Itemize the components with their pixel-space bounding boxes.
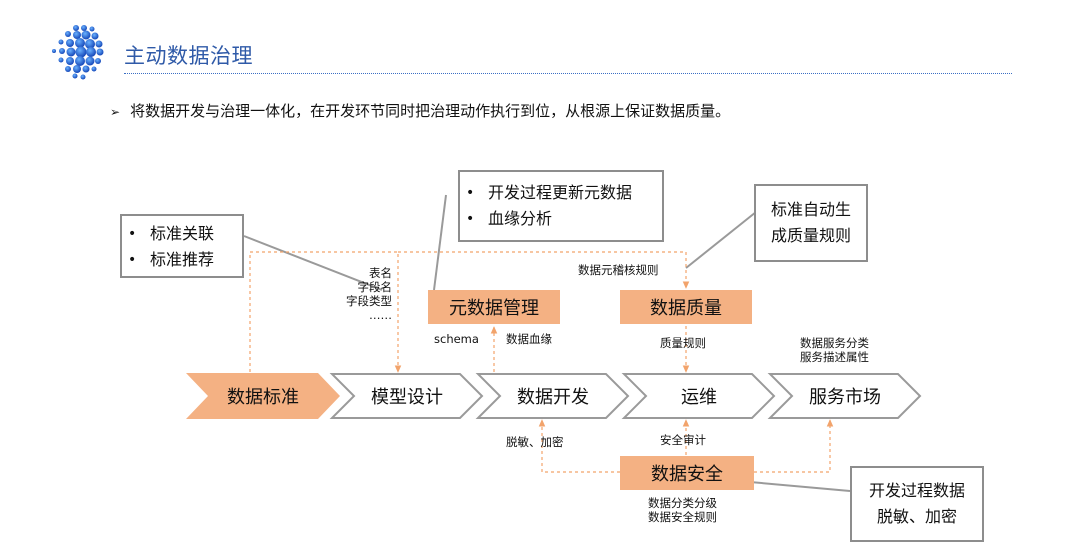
callout-item: 血缘分析 xyxy=(460,206,662,232)
field-label: 表名 xyxy=(369,266,392,280)
lineage-label: 数据血缘 xyxy=(506,332,552,346)
stage-label-ops: 运维 xyxy=(681,387,717,408)
stage-chevron-dev xyxy=(475,373,630,419)
callout-line: 标准自动生 xyxy=(770,200,851,219)
field-label: 字段类型 xyxy=(346,294,392,308)
security-callout: 开发过程数据 脱敏、加密 xyxy=(850,466,984,542)
model-fields-label: 表名 字段名 字段类型 …… xyxy=(330,266,392,322)
callout-item: 标准推荐 xyxy=(122,247,242,273)
stage-chevron-ops xyxy=(621,373,776,419)
callout-item: 开发过程更新元数据 xyxy=(460,180,662,206)
field-label: 字段名 xyxy=(357,280,393,294)
service-dashed xyxy=(754,419,834,473)
metadata-callout-connector xyxy=(433,194,447,291)
desensitize-dashed xyxy=(538,419,620,473)
summary-bullet: ➢ 将数据开发与治理一体化，在开发环节同时把治理动作执行到位，从根源上保证数据质量… xyxy=(110,100,730,121)
stage-chevron-service xyxy=(767,373,922,419)
stage-label-standard: 数据标准 xyxy=(227,387,299,408)
callout-line: 开发过程数据 xyxy=(868,481,965,500)
security-callout-connector xyxy=(749,481,851,492)
quality-callout-connector xyxy=(685,211,757,269)
quality-rules-label: 质量规则 xyxy=(660,336,706,350)
arrow-bullet-icon: ➢ xyxy=(110,105,121,119)
standard-to-model-dashed xyxy=(249,251,402,373)
desensitize-label: 脱敏、加密 xyxy=(506,435,564,449)
stage-label-dev: 数据开发 xyxy=(517,387,589,408)
security-rule-line: 数据分类分级 xyxy=(648,496,717,510)
stage-label-service: 服务市场 xyxy=(809,387,881,408)
metadata-management-box: 元数据管理 xyxy=(428,290,560,324)
callout-item: 标准关联 xyxy=(122,221,242,247)
metadata-callout: 开发过程更新元数据 血缘分析 xyxy=(458,170,664,242)
callout-line: 脱敏、加密 xyxy=(876,507,957,526)
meta-audit-rules-label: 数据元稽核规则 xyxy=(578,263,659,277)
page-title: 主动数据治理 xyxy=(124,44,253,68)
service-meta-line: 服务描述属性 xyxy=(800,350,869,364)
schema-label: schema xyxy=(434,332,479,346)
security-rule-line: 数据安全规则 xyxy=(648,510,717,524)
dot-cluster-logo xyxy=(52,25,104,80)
field-label: …… xyxy=(369,308,392,322)
standard-callout-connector xyxy=(243,235,383,291)
service-meta-label: 数据服务分类 服务描述属性 xyxy=(800,336,869,364)
data-quality-box: 数据质量 xyxy=(620,290,752,324)
summary-text: 将数据开发与治理一体化，在开发环节同时把治理动作执行到位，从根源上保证数据质量。 xyxy=(130,102,731,120)
standard-callout: 标准关联 标准推荐 xyxy=(120,214,244,278)
security-audit-label: 安全审计 xyxy=(660,433,706,447)
stage-chevron-model xyxy=(329,373,484,419)
data-security-box: 数据安全 xyxy=(620,456,754,490)
title-divider xyxy=(124,73,1012,74)
service-meta-line: 数据服务分类 xyxy=(800,336,869,350)
callout-line: 成质量规则 xyxy=(770,226,851,245)
audit-rule-dashed xyxy=(398,251,690,289)
stage-label-model: 模型设计 xyxy=(371,387,443,408)
quality-callout: 标准自动生 成质量规则 xyxy=(754,184,868,262)
stage-chevron-standard xyxy=(186,373,340,419)
security-rules-label: 数据分类分级 数据安全规则 xyxy=(648,496,717,524)
